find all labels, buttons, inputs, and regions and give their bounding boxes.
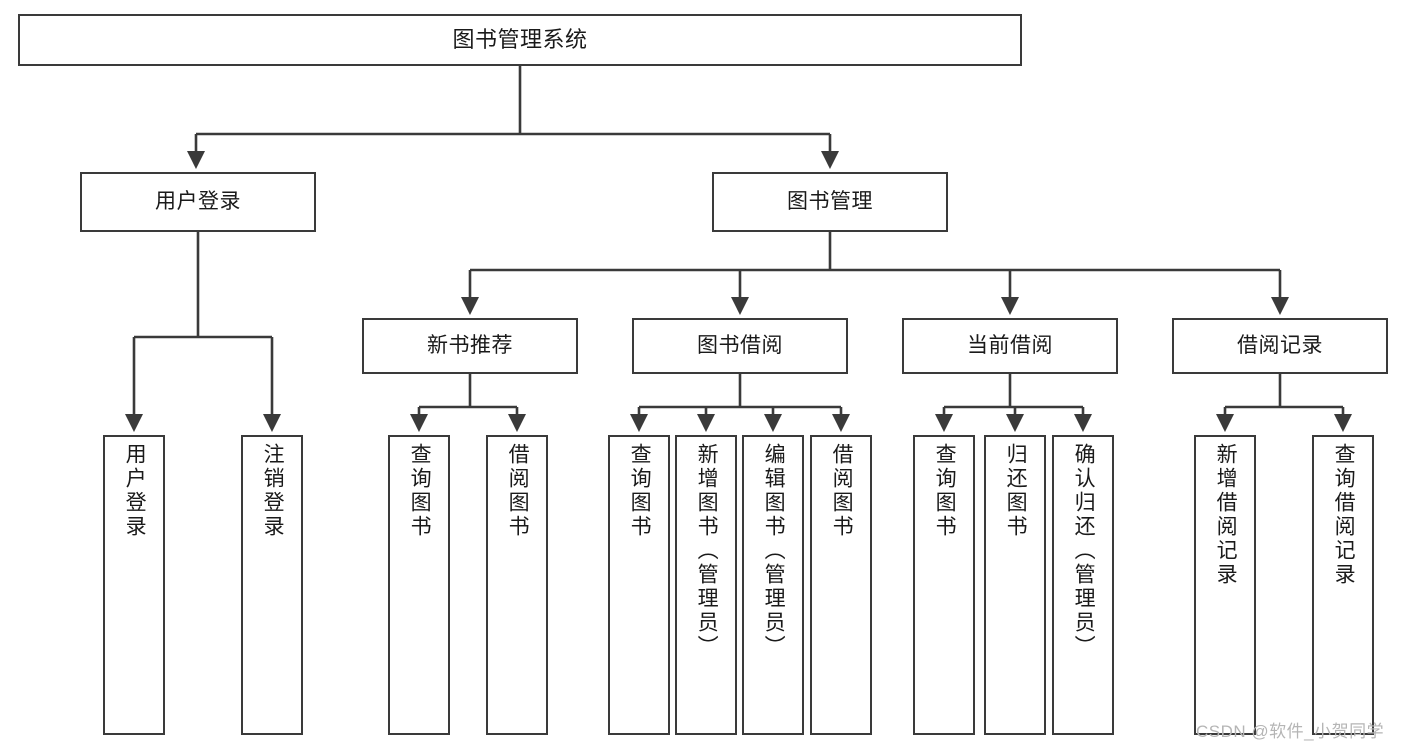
node-leaf-user-login-label: 用户登录 <box>123 443 147 539</box>
node-leaf-add-borrow-record[interactable]: 新增借阅记录 <box>1194 435 1256 735</box>
node-user-login-label: 用户登录 <box>155 190 241 214</box>
node-book-borrow[interactable]: 图书借阅 <box>632 318 848 374</box>
node-leaf-query-book-1[interactable]: 查询图书 <box>388 435 450 735</box>
node-user-login[interactable]: 用户登录 <box>80 172 316 232</box>
node-leaf-query-book-3[interactable]: 查询图书 <box>913 435 975 735</box>
node-book-borrow-label: 图书借阅 <box>697 334 783 358</box>
node-leaf-add-book[interactable]: 新增图书（管理员） <box>675 435 737 735</box>
node-leaf-borrow-book-1[interactable]: 借阅图书 <box>486 435 548 735</box>
node-root[interactable]: 图书管理系统 <box>18 14 1022 66</box>
node-leaf-borrow-book-1-label: 借阅图书 <box>506 443 530 539</box>
node-leaf-query-borrow-record-label: 查询借阅记录 <box>1332 443 1356 587</box>
node-leaf-add-book-label: 新增图书（管理员） <box>695 443 719 659</box>
node-leaf-user-logout-label: 注销登录 <box>261 443 285 539</box>
node-leaf-confirm-return-label: 确认归还（管理员） <box>1072 443 1096 659</box>
node-leaf-user-logout[interactable]: 注销登录 <box>241 435 303 735</box>
node-leaf-query-book-2[interactable]: 查询图书 <box>608 435 670 735</box>
node-book-management[interactable]: 图书管理 <box>712 172 948 232</box>
node-leaf-query-book-3-label: 查询图书 <box>933 443 957 539</box>
node-leaf-edit-book[interactable]: 编辑图书（管理员） <box>742 435 804 735</box>
csdn-watermark: CSDN @软件_小贺同学 <box>1196 722 1385 741</box>
node-leaf-add-borrow-record-label: 新增借阅记录 <box>1214 443 1238 587</box>
node-root-label: 图书管理系统 <box>452 26 588 52</box>
node-leaf-query-borrow-record[interactable]: 查询借阅记录 <box>1312 435 1374 735</box>
node-book-management-label: 图书管理 <box>787 190 873 214</box>
node-new-book-recommend[interactable]: 新书推荐 <box>362 318 578 374</box>
node-leaf-borrow-book-2-label: 借阅图书 <box>830 443 854 539</box>
node-leaf-borrow-book-2[interactable]: 借阅图书 <box>810 435 872 735</box>
node-leaf-query-book-1-label: 查询图书 <box>408 443 432 539</box>
node-leaf-return-book-label: 归还图书 <box>1004 443 1028 539</box>
node-borrow-record[interactable]: 借阅记录 <box>1172 318 1388 374</box>
node-borrow-record-label: 借阅记录 <box>1237 334 1323 358</box>
node-leaf-return-book[interactable]: 归还图书 <box>984 435 1046 735</box>
node-new-book-recommend-label: 新书推荐 <box>427 334 513 358</box>
node-leaf-edit-book-label: 编辑图书（管理员） <box>762 443 786 659</box>
node-leaf-query-book-2-label: 查询图书 <box>628 443 652 539</box>
node-leaf-confirm-return[interactable]: 确认归还（管理员） <box>1052 435 1114 735</box>
node-current-borrow[interactable]: 当前借阅 <box>902 318 1118 374</box>
node-current-borrow-label: 当前借阅 <box>967 334 1053 358</box>
node-leaf-user-login[interactable]: 用户登录 <box>103 435 165 735</box>
